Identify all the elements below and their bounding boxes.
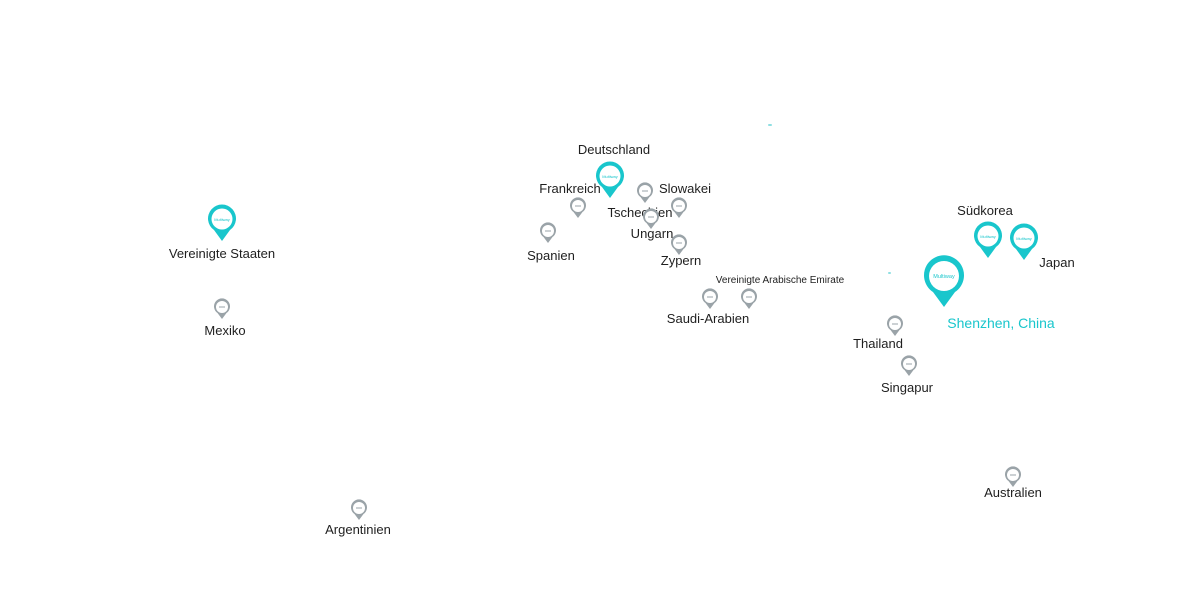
map-pin-germany[interactable]: Multiway bbox=[594, 160, 626, 200]
map-pin-uae[interactable] bbox=[740, 288, 758, 310]
location-pin-icon bbox=[637, 182, 653, 203]
map-pin-cyprus[interactable] bbox=[670, 234, 688, 256]
location-label-hungary: Ungarn bbox=[630, 226, 674, 241]
decorative-speck bbox=[888, 272, 891, 274]
location-label-france: Frankreich bbox=[539, 181, 601, 196]
location-label-japan: Japan bbox=[1039, 255, 1075, 270]
map-pin-france[interactable] bbox=[569, 197, 587, 219]
location-pin-icon bbox=[887, 315, 903, 336]
map-pin-singapore[interactable] bbox=[900, 355, 918, 377]
map-pin-shenzhen-hq[interactable]: Multiway bbox=[922, 255, 966, 309]
location-pin-icon: Multiway bbox=[208, 204, 236, 241]
location-label-shenzhen: Shenzhen, China bbox=[947, 315, 1055, 331]
location-pin-icon bbox=[214, 298, 230, 319]
location-pin-icon bbox=[570, 197, 586, 218]
location-pin-icon: Multiway bbox=[924, 255, 964, 307]
location-label-singapore: Singapur bbox=[880, 380, 934, 395]
svg-text:Multiway: Multiway bbox=[214, 217, 230, 222]
location-label-uae: Vereinigte Arabische Emirate bbox=[715, 275, 845, 286]
location-pin-icon bbox=[351, 499, 367, 520]
location-pin-icon: Multiway bbox=[974, 221, 1002, 258]
location-label-saudi: Saudi-Arabien bbox=[666, 311, 750, 326]
svg-text:Multiway: Multiway bbox=[933, 274, 955, 280]
map-pin-argentina[interactable] bbox=[350, 499, 368, 521]
location-pin-icon bbox=[1005, 466, 1021, 487]
location-pin-icon bbox=[671, 197, 687, 218]
location-label-germany: Deutschland bbox=[577, 142, 651, 157]
location-pin-icon bbox=[643, 208, 659, 229]
location-pin-icon bbox=[702, 288, 718, 309]
location-pin-icon bbox=[540, 222, 556, 243]
location-pin-icon bbox=[901, 355, 917, 376]
decorative-speck bbox=[768, 124, 772, 126]
map-pin-japan[interactable]: Multiway bbox=[1008, 222, 1040, 262]
map-pin-usa[interactable]: Multiway bbox=[206, 203, 238, 243]
location-label-czechia: Tschechien bbox=[607, 205, 673, 220]
location-label-australia: Australien bbox=[984, 485, 1042, 500]
location-pin-icon bbox=[741, 288, 757, 309]
map-pin-australia[interactable] bbox=[1004, 466, 1022, 488]
location-label-argentina: Argentinien bbox=[325, 522, 391, 537]
location-label-thailand: Thailand bbox=[853, 336, 903, 351]
svg-text:Multiway: Multiway bbox=[1016, 236, 1032, 241]
location-label-mexico: Mexiko bbox=[204, 323, 246, 338]
location-pin-icon: Multiway bbox=[1010, 223, 1038, 260]
location-pin-icon bbox=[671, 234, 687, 255]
svg-text:Multiway: Multiway bbox=[602, 174, 618, 179]
map-pin-czechia[interactable] bbox=[670, 197, 688, 219]
map-pin-spain[interactable] bbox=[539, 222, 557, 244]
location-label-cyprus: Zypern bbox=[660, 253, 702, 268]
map-pin-hungary[interactable] bbox=[642, 208, 660, 230]
location-label-south-korea: Südkorea bbox=[957, 203, 1013, 218]
map-pin-mexico[interactable] bbox=[213, 298, 231, 320]
location-pin-icon: Multiway bbox=[596, 161, 624, 198]
location-label-spain: Spanien bbox=[527, 248, 575, 263]
map-pin-saudi[interactable] bbox=[701, 288, 719, 310]
map-pin-slovakia[interactable] bbox=[636, 182, 654, 204]
svg-text:Multiway: Multiway bbox=[980, 234, 996, 239]
location-label-slovakia: Slowakei bbox=[658, 181, 712, 196]
map-pin-south-korea[interactable]: Multiway bbox=[972, 220, 1004, 260]
map-pin-thailand[interactable] bbox=[886, 315, 904, 337]
location-label-usa: Vereinigte Staaten bbox=[168, 246, 276, 261]
